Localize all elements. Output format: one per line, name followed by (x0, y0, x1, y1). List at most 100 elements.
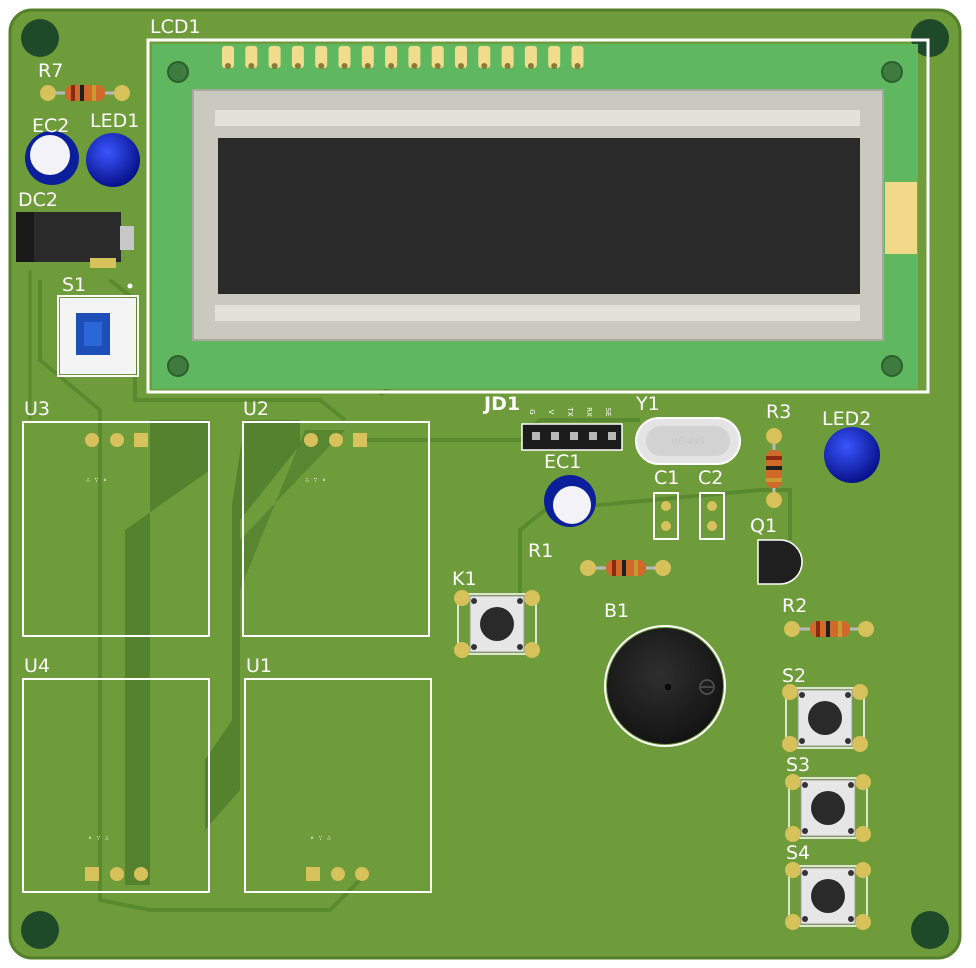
label-r3: R3 (766, 401, 791, 423)
lcd-bezel-rail-top (215, 110, 860, 126)
resistor-band (612, 560, 616, 576)
label-dc2: DC2 (18, 189, 58, 211)
module-outline (242, 421, 430, 637)
button-cap (811, 791, 845, 825)
label-led2: LED2 (822, 408, 871, 430)
c2-capacitor[interactable] (699, 492, 725, 540)
k1-button[interactable] (454, 590, 540, 658)
lcd-pin-hole (225, 63, 231, 69)
lcd-backlight-tab (885, 182, 917, 254)
label-s3: S3 (786, 754, 810, 776)
lcd-pin-hole (574, 63, 581, 69)
s3-button[interactable] (785, 774, 871, 842)
pad (766, 492, 782, 508)
pad (707, 521, 717, 531)
pad (134, 433, 148, 447)
label-s2: S2 (782, 665, 806, 687)
button-corner (802, 870, 808, 876)
lcd-pin-hole (527, 63, 534, 69)
label-k1: K1 (452, 568, 477, 590)
header-pin (532, 432, 540, 440)
pad (329, 433, 343, 447)
ec1-capacitor[interactable] (544, 475, 596, 527)
led-dome (824, 427, 880, 483)
lcd-pin-hole (248, 63, 255, 69)
header-pin (589, 432, 597, 440)
buzzer-hole (663, 682, 673, 692)
lcd-pin-hole (481, 63, 488, 69)
led1[interactable] (86, 133, 140, 187)
pad (655, 560, 671, 576)
r1-resistor[interactable] (580, 560, 671, 576)
y1-crystal[interactable]: HC-49S (635, 417, 741, 465)
copper-pour-mid (205, 420, 300, 830)
r2-resistor[interactable] (784, 621, 874, 637)
pad (782, 736, 798, 752)
led2[interactable] (824, 427, 880, 483)
pad (784, 621, 800, 637)
pad (782, 684, 798, 700)
button-corner (799, 692, 805, 698)
trace-2 (108, 278, 347, 422)
s2-button[interactable] (782, 684, 868, 752)
lcd-pin (245, 46, 258, 68)
pad (766, 428, 782, 444)
button-corner (799, 738, 805, 744)
ec2-capacitor[interactable] (25, 131, 79, 185)
s4-button[interactable] (785, 862, 871, 930)
lcd-glass (218, 138, 860, 294)
label-ec1: EC1 (544, 451, 581, 473)
trace-1 (38, 280, 362, 912)
pad (855, 914, 871, 930)
lcd-pin (408, 46, 421, 68)
lcd-pin-hole (364, 63, 371, 69)
u4-footprint[interactable]: ∘ ∵ ∴ (22, 678, 210, 893)
u1-footprint[interactable]: ∘ ∵ ∴ (244, 678, 432, 893)
silkscreen-labels: LCD1 R7 EC2 LED1 DC2 S1 U3 U2 U4 U1 JD1 … (18, 16, 871, 864)
resistor-band (766, 478, 782, 482)
pad (524, 590, 540, 606)
pad (852, 684, 868, 700)
label-b1: B1 (604, 600, 629, 622)
resistor-band (766, 466, 782, 470)
b1-buzzer[interactable] (604, 625, 726, 747)
label-r2: R2 (782, 595, 807, 617)
transistor-body (757, 539, 803, 585)
lcd-pin (431, 46, 444, 68)
button-corner (845, 738, 851, 744)
lcd1-module[interactable] (146, 38, 930, 394)
header-pin-label: RX (585, 407, 593, 417)
u3-footprint[interactable]: ∴ ∵ ∘ (22, 421, 210, 637)
mounting-hole (21, 911, 59, 949)
label-s4: S4 (786, 842, 810, 864)
u2-footprint[interactable]: ∴ ∵ ∘ (242, 421, 430, 637)
lcd-pin-hole (341, 63, 348, 69)
button-corner (517, 598, 523, 604)
s1-switch[interactable] (57, 283, 139, 377)
dc2-power-jack[interactable] (16, 212, 134, 268)
label-r1: R1 (528, 540, 553, 562)
button-corner (802, 782, 808, 788)
r3-resistor[interactable] (766, 428, 782, 508)
lcd-mount-hole (167, 355, 189, 377)
c1-capacitor[interactable] (653, 492, 679, 540)
tactile-buttons (454, 590, 871, 930)
header-pin-label: V (547, 410, 555, 415)
button-corner (471, 598, 477, 604)
r7-resistor[interactable] (40, 85, 130, 101)
q1-transistor[interactable] (757, 539, 803, 585)
lcd-pin (361, 46, 374, 68)
label-u3: U3 (24, 398, 50, 420)
lcd-pin (548, 46, 561, 68)
button-corner (848, 870, 854, 876)
lcd-pin (338, 46, 351, 68)
pad (858, 621, 874, 637)
lcd-pin-hole (388, 63, 395, 69)
lcd-pin (315, 46, 328, 68)
trace-5 (518, 488, 792, 600)
pad (353, 433, 367, 447)
